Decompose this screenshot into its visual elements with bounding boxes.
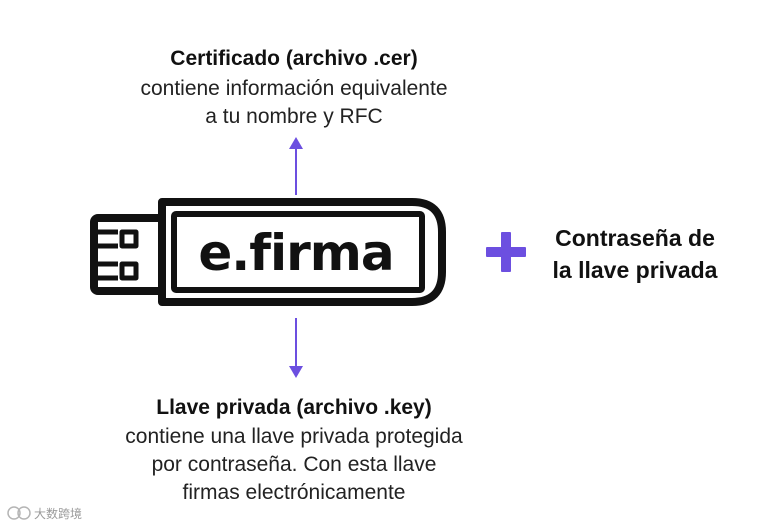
arrow-down xyxy=(289,318,303,378)
password-label-line2: la llave privada xyxy=(552,257,718,283)
certificate-desc-line1: contiene información equivalente xyxy=(140,77,448,100)
password-label-line1: Contraseña de xyxy=(555,225,715,251)
certificate-desc-line2: a tu nombre y RFC xyxy=(205,105,383,128)
private-key-title: Llave privada (archivo .key) xyxy=(156,396,432,419)
certificate-title: Certificado (archivo .cer) xyxy=(170,47,418,70)
plus-icon xyxy=(486,232,526,272)
usb-drive-icon xyxy=(90,198,446,306)
usb-brand-label: e.firma xyxy=(198,224,394,282)
private-key-desc-line2: por contraseña. Con esta llave xyxy=(151,453,437,476)
arrow-up xyxy=(289,137,303,195)
private-key-desc-line3: firmas electrónicamente xyxy=(182,481,406,504)
watermark-text: 大数跨境 xyxy=(34,507,83,521)
private-key-desc-line1: contiene una llave privada protegida xyxy=(125,425,463,448)
watermark-logo xyxy=(7,506,31,520)
